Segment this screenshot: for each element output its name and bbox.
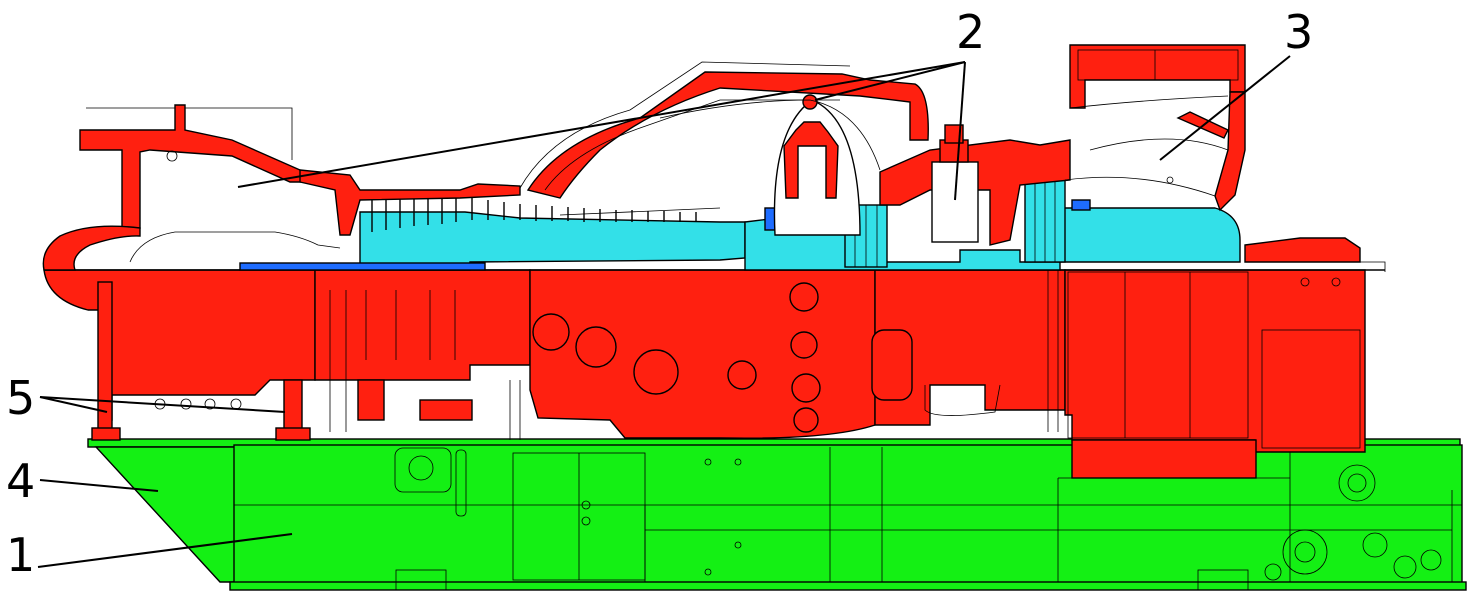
lifting-lug-icon — [408, 455, 434, 481]
base-frame-foot-right — [1197, 569, 1249, 591]
leader-1 — [37, 533, 293, 568]
lower-casing — [43, 269, 1385, 479]
support-leg-center — [283, 379, 303, 433]
callout-labels: 1 2 3 4 5 — [6, 5, 1313, 582]
shaft-blue-segment — [239, 262, 486, 271]
leader-4 — [39, 479, 159, 492]
rotor — [239, 177, 1241, 271]
rear-bearing-housing — [1244, 237, 1361, 263]
transition-duct — [526, 71, 929, 199]
leader-3 — [1159, 55, 1291, 161]
compressor-blades — [371, 194, 697, 232]
igniter-housing — [931, 161, 979, 243]
inlet-plenum-outline — [86, 107, 293, 160]
callout-3: 3 — [1284, 5, 1313, 59]
exhaust-casing-lower — [1064, 269, 1366, 453]
combustor-casing-lower — [529, 269, 876, 439]
leader-2b — [237, 61, 966, 188]
exhaust-collector-block — [1071, 439, 1257, 479]
exhaust-diffuser-inner — [1059, 207, 1241, 263]
exhaust-hood — [1069, 44, 1246, 109]
base-frame-sloped-strut — [94, 446, 237, 583]
base-frame — [87, 438, 1467, 591]
callout-2: 2 — [956, 5, 985, 59]
turbine-casing-upper — [879, 139, 1071, 246]
inlet-casing-upper — [79, 104, 307, 229]
leader-2a — [954, 61, 966, 201]
inlet-hub — [129, 231, 341, 263]
leader-5a — [39, 396, 108, 413]
base-frame-main-body — [233, 444, 1463, 586]
leader-2c — [814, 61, 966, 101]
base-frame-foot-left — [395, 569, 447, 591]
inlet-casing-lower — [43, 269, 316, 421]
callout-leaders — [37, 55, 1291, 568]
compressor-casing-lower — [314, 269, 531, 381]
callout-1: 1 — [6, 528, 35, 582]
compressor-casing-upper — [299, 169, 521, 236]
leader-5b — [39, 396, 286, 413]
base-frame-bottom-rail — [229, 581, 1467, 591]
upper-casing — [42, 44, 1386, 287]
callout-5: 5 — [6, 371, 35, 425]
callout-4: 4 — [6, 454, 35, 508]
inlet-bellmouth — [42, 225, 141, 271]
exhaust-diffuser-casing — [1214, 91, 1246, 212]
